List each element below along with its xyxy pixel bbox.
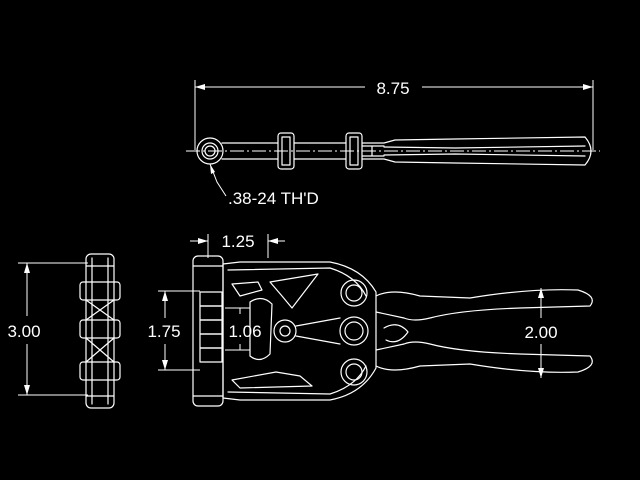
- side-view: 3.00: [7, 253, 121, 409]
- mount-height-dimension: 3.00: [7, 262, 88, 396]
- hole-spacing-inner-dimension: 1.06: [225, 307, 262, 351]
- handle-opening-label: 2.00: [524, 323, 557, 342]
- thread-label: .38-24 TH'D: [228, 189, 319, 208]
- overall-length-label: 8.75: [376, 79, 409, 98]
- overall-length-dimension: 8.75: [194, 79, 594, 150]
- spindle-offset-label: 1.25: [221, 232, 254, 251]
- thread-callout: .38-24 TH'D: [209, 163, 319, 208]
- hole-spacing-outer-label: 1.75: [147, 322, 180, 341]
- hole-spacing-outer-dimension: 1.75: [147, 290, 200, 371]
- hole-spacing-inner-label: 1.06: [228, 322, 261, 341]
- front-view: 1.25 1.06 1.75: [147, 232, 593, 407]
- handle-opening-dimension: 2.00: [524, 288, 558, 378]
- spindle-offset-dimension: 1.25: [190, 232, 285, 258]
- mount-height-label: 3.00: [7, 322, 40, 341]
- top-view: 8.75 .38-24 TH'D: [186, 79, 600, 208]
